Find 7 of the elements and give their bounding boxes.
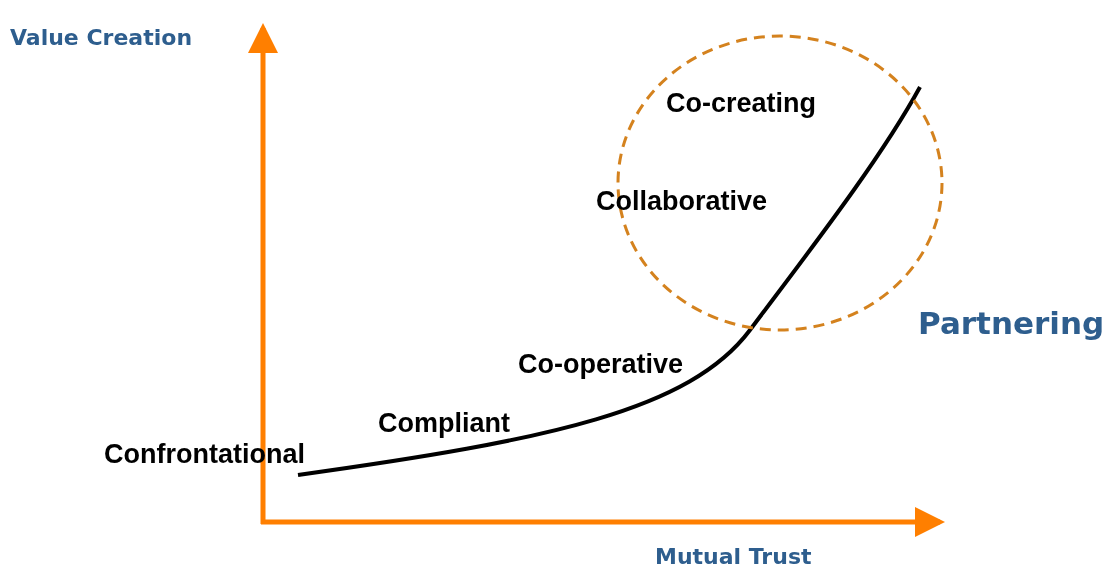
zone-label: Partnering xyxy=(918,304,1105,343)
stage-label: Co-creating xyxy=(666,87,817,119)
stage-label: Compliant xyxy=(378,407,510,439)
stage-label: Collaborative xyxy=(596,185,768,217)
axis-label: Value Creation xyxy=(10,24,193,52)
axis-label: Mutual Trust xyxy=(655,543,812,569)
stage-label: Co-operative xyxy=(518,348,684,380)
